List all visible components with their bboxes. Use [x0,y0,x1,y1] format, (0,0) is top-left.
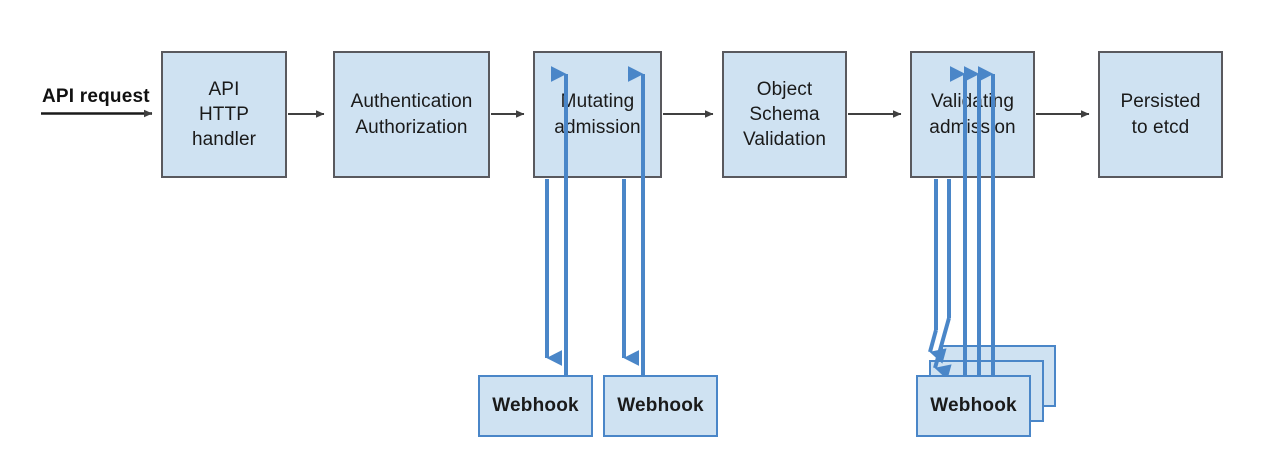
stage-authentication-authorization[interactable]: Authentication Authorization [333,51,490,178]
webhook-validating-1[interactable]: Webhook [916,375,1031,437]
stage-api-http-handler[interactable]: API HTTP handler [161,51,287,178]
webhook-mutating-2[interactable]: Webhook [603,375,718,437]
stage-persisted-to-etcd[interactable]: Persisted to etcd [1098,51,1223,178]
webhook-mutating-1[interactable]: Webhook [478,375,593,437]
api-request-label: API request [42,86,150,107]
stage-mutating-admission[interactable]: Mutating admission [533,51,662,178]
stage-object-schema-validation[interactable]: Object Schema Validation [722,51,847,178]
webhook-call-validating-2-request [933,179,952,380]
stage-validating-admission[interactable]: Validating admission [910,51,1035,178]
webhook-call-validating-1-request [928,179,947,364]
